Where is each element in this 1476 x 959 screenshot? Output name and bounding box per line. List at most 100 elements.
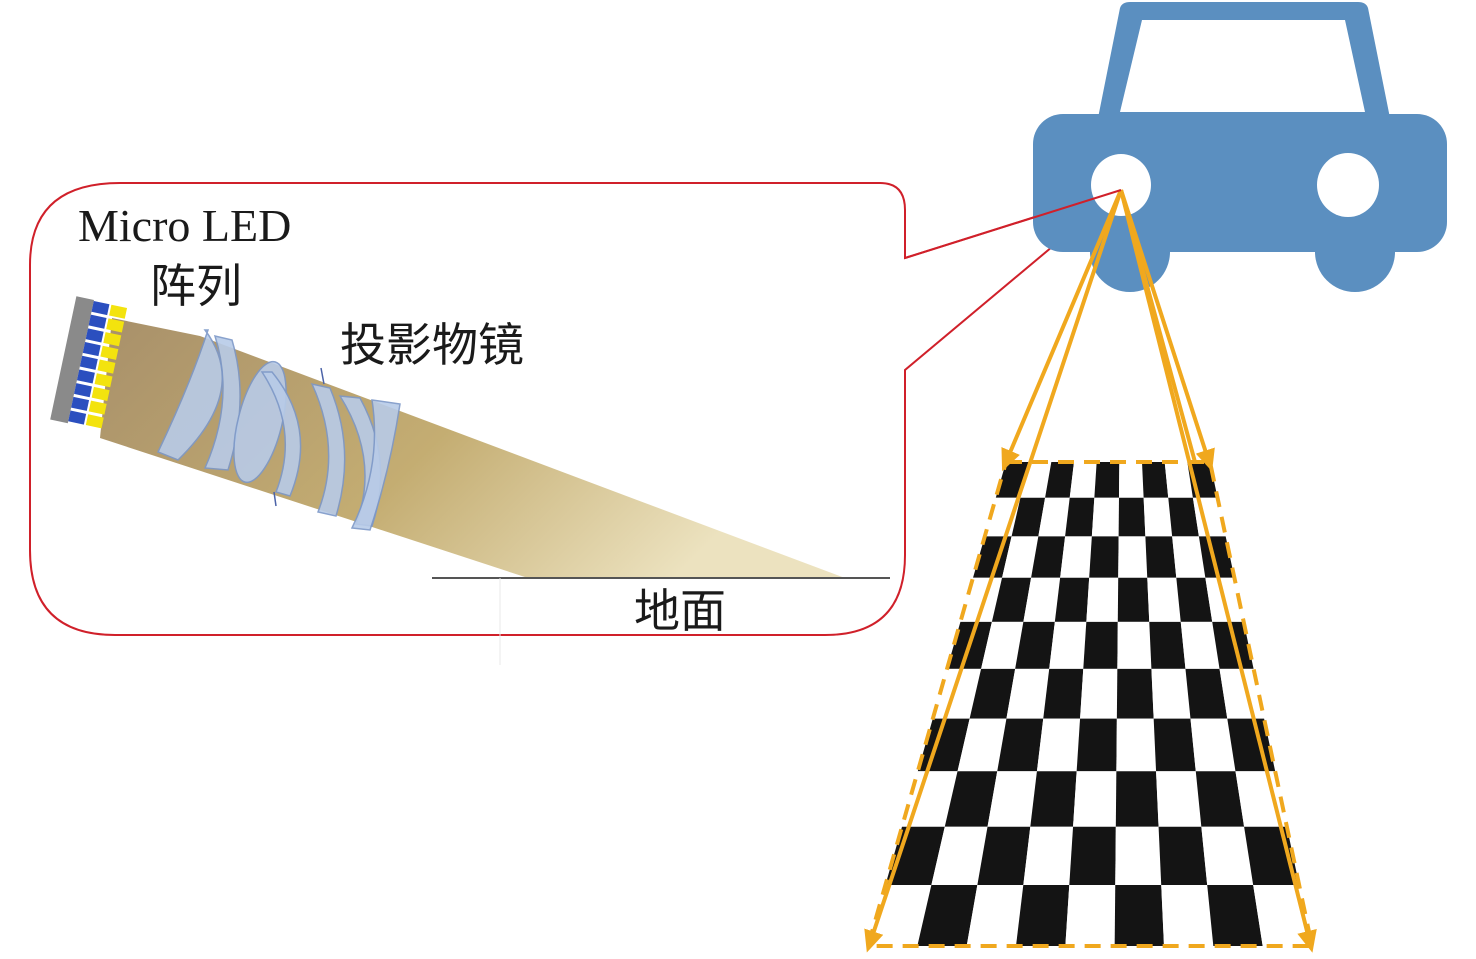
ground-label: 地面 — [634, 584, 726, 638]
led-cell — [109, 304, 128, 319]
checker-cell — [1219, 668, 1265, 719]
checker-cell — [1149, 621, 1186, 669]
checker-cell — [1201, 826, 1254, 885]
checker-cell — [1030, 771, 1077, 827]
checker-cell — [1011, 497, 1046, 537]
led-cell — [71, 396, 90, 411]
led-cell — [91, 386, 110, 401]
checker-cell — [1069, 462, 1097, 498]
callout-pointer — [904, 189, 1122, 259]
callout-box — [29, 182, 1121, 636]
led-cell — [100, 345, 119, 360]
checker-cell — [1168, 497, 1199, 537]
checker-cell — [1060, 536, 1092, 578]
checker-cell — [1147, 577, 1181, 622]
led-cell — [74, 383, 92, 398]
led-cell — [106, 318, 125, 333]
checker-cell — [1176, 577, 1213, 622]
led-cells — [68, 300, 128, 429]
led-cell — [103, 332, 122, 347]
checker-cell — [1016, 884, 1070, 946]
led-cell — [94, 373, 113, 388]
checker-cell — [987, 771, 1037, 827]
checker-cell — [1038, 497, 1070, 537]
checker-cell — [1207, 884, 1263, 946]
checker-cell — [977, 826, 1031, 885]
checker-cell — [1031, 536, 1066, 578]
checker-cell — [1094, 462, 1120, 498]
checker-cell — [1117, 577, 1150, 622]
checker-cell — [1158, 826, 1208, 885]
checker-cell — [1118, 536, 1148, 578]
checker-cell — [1118, 462, 1144, 498]
checker-cell — [1151, 668, 1191, 719]
led-cell — [68, 410, 87, 425]
checker-cell — [966, 884, 1024, 946]
checker-cell — [1212, 621, 1254, 669]
checker-cell — [1006, 668, 1050, 719]
led-cell — [85, 414, 104, 429]
led-cell — [82, 342, 101, 357]
checker-cell — [1086, 577, 1119, 622]
light-rays — [864, 189, 1317, 953]
checker-cell — [969, 668, 1016, 719]
checker-cell — [991, 577, 1032, 622]
led-cell — [97, 359, 116, 374]
checker-cell — [1036, 718, 1081, 772]
checker-cell — [1142, 462, 1169, 498]
checker-cell — [1117, 621, 1152, 669]
checker-cell — [1115, 771, 1159, 827]
checker-cell — [1080, 668, 1118, 719]
checker-cell — [1089, 536, 1119, 578]
checker-cell — [1002, 536, 1039, 578]
checker-cell — [1073, 771, 1117, 827]
checker-cell — [1054, 577, 1090, 622]
checker-cell — [1244, 826, 1300, 885]
checker-cell — [1065, 497, 1095, 537]
checker-cell — [1043, 668, 1084, 719]
checker-cell — [1091, 497, 1119, 537]
checker-cell — [1116, 718, 1157, 772]
micro-led-label: Micro LED — [78, 200, 292, 251]
checker-cell — [997, 718, 1044, 772]
checker-cell — [1049, 621, 1087, 669]
checker-cell — [1118, 497, 1146, 537]
checker-cell — [1116, 668, 1154, 719]
checker-cell — [917, 884, 978, 946]
checker-cell — [1198, 536, 1235, 578]
checkerboard-pattern — [868, 462, 1312, 946]
array-label: 阵列 — [150, 259, 242, 313]
checker-cell — [1114, 884, 1164, 946]
checker-cell — [1045, 462, 1074, 498]
checker-cell — [957, 718, 1007, 772]
checker-cell — [1156, 771, 1202, 827]
projection-outline — [865, 460, 1315, 948]
projection-lens-label: 投影物镜 — [340, 318, 524, 372]
checker-cell — [1161, 884, 1214, 946]
checker-cell — [885, 826, 945, 885]
car-icon — [1033, 2, 1447, 292]
checker-cell — [1180, 621, 1220, 669]
led-cell — [88, 400, 107, 415]
checker-cell — [1076, 718, 1117, 772]
checker-cell — [1015, 621, 1055, 669]
checker-cell — [981, 621, 1024, 669]
lens-icon — [156, 329, 401, 531]
checker-cell — [1145, 536, 1177, 578]
led-cell — [85, 328, 104, 343]
checker-cell — [1143, 497, 1173, 537]
checker-cell — [1235, 771, 1287, 827]
checker-cell — [1023, 826, 1074, 885]
checker-cell — [1172, 536, 1206, 578]
checker-cell — [1115, 826, 1162, 885]
checker-cell — [1164, 462, 1193, 498]
led-cell — [91, 300, 110, 316]
led-cell — [79, 355, 98, 370]
checker-cell — [1185, 668, 1228, 719]
checker-cell — [1190, 718, 1236, 772]
checker-cell — [1227, 718, 1276, 772]
checker-cell — [931, 826, 988, 885]
checker-cell — [1023, 577, 1061, 622]
